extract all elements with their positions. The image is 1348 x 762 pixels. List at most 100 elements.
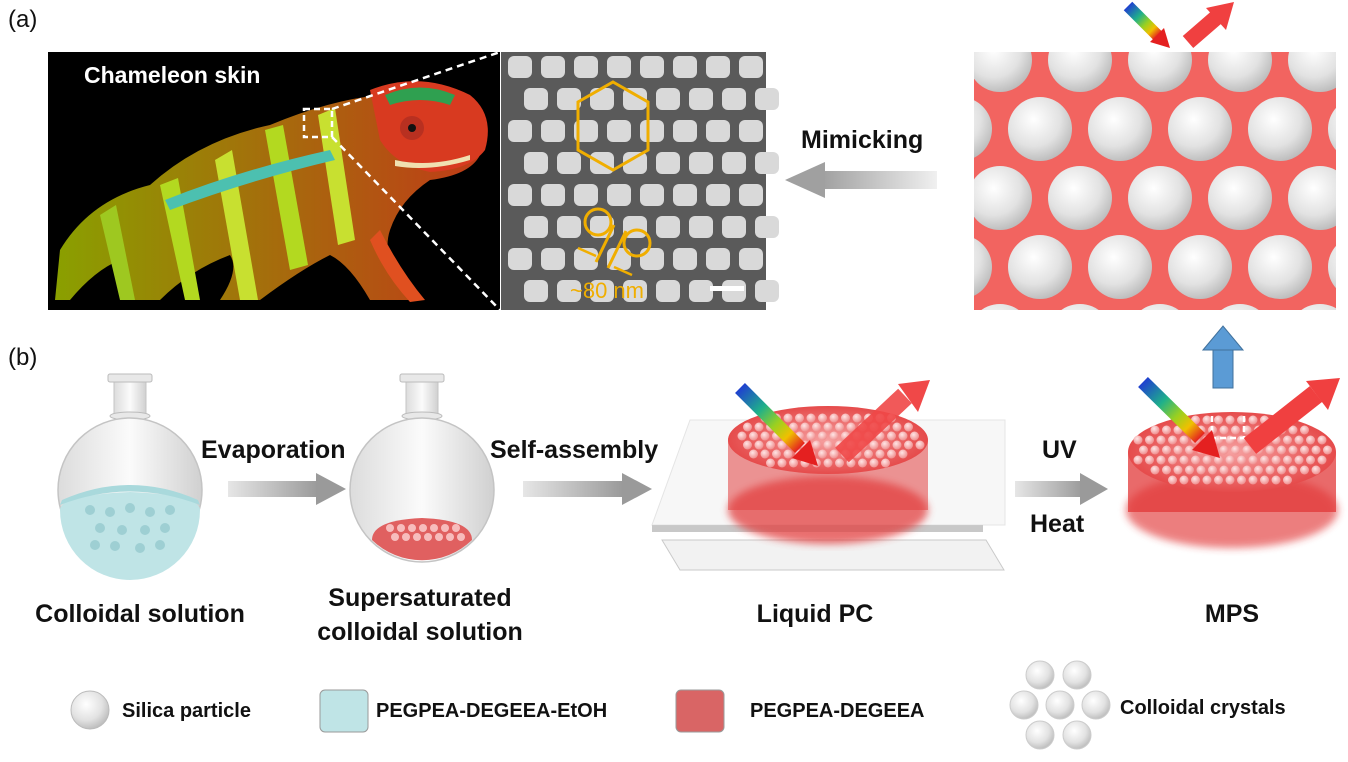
tem-pore bbox=[673, 56, 697, 78]
pc-particle bbox=[869, 458, 879, 468]
mps-particle bbox=[1202, 415, 1212, 425]
pc-particle bbox=[766, 440, 775, 450]
tem-pore bbox=[607, 56, 631, 78]
tem-pore bbox=[755, 88, 779, 110]
mps-particle bbox=[1311, 465, 1321, 475]
colloid-particle bbox=[160, 523, 170, 533]
mps-particle bbox=[1168, 435, 1177, 445]
mps-particle bbox=[1283, 455, 1292, 465]
pc-particle bbox=[864, 449, 873, 459]
tem-pore bbox=[722, 88, 746, 110]
mps-particle bbox=[1271, 475, 1281, 485]
pc-particle bbox=[841, 413, 850, 423]
mps-particle bbox=[1150, 465, 1160, 475]
chameleon-skin-label: Chameleon skin bbox=[84, 62, 261, 88]
evaporation-arrow bbox=[228, 473, 346, 505]
heat-label: Heat bbox=[1030, 510, 1085, 538]
pc-particle bbox=[904, 440, 913, 450]
pc-particle bbox=[783, 413, 793, 423]
self-assembly-arrow bbox=[523, 473, 652, 505]
mps-particle bbox=[1248, 455, 1258, 465]
pc-particle bbox=[806, 431, 816, 441]
flask-supersaturated bbox=[349, 373, 495, 563]
mps-particle bbox=[1265, 465, 1275, 475]
mps-particle bbox=[1208, 465, 1217, 475]
legend-silica-label: Silica particle bbox=[122, 700, 251, 722]
pc-particle bbox=[904, 422, 913, 432]
pc-particle bbox=[772, 449, 781, 459]
mps-particle bbox=[1214, 455, 1223, 465]
tem-pore bbox=[607, 120, 631, 142]
mps-particle bbox=[1242, 465, 1252, 475]
colloid-particle bbox=[155, 540, 165, 550]
liquid-pc-cell bbox=[651, 380, 1006, 571]
mps-particle bbox=[1225, 455, 1235, 465]
mps-particle bbox=[1162, 445, 1171, 455]
tem-pore bbox=[656, 88, 680, 110]
step-caption-liquid-pc: Liquid PC bbox=[756, 600, 874, 628]
pc-particle bbox=[749, 449, 758, 459]
tem-pore bbox=[689, 216, 713, 238]
mps-particle bbox=[1191, 475, 1200, 485]
mps-particle bbox=[1271, 455, 1281, 465]
tem-pore bbox=[706, 120, 730, 142]
mps-particle bbox=[1300, 445, 1309, 455]
pc-particle bbox=[806, 413, 816, 423]
pc-particle bbox=[812, 440, 821, 450]
pc-particle bbox=[852, 413, 862, 423]
colloid-particle bbox=[135, 543, 145, 553]
tem-pore bbox=[557, 216, 581, 238]
mps-particle bbox=[1288, 445, 1298, 455]
colloid-particle bbox=[402, 533, 410, 541]
pc-sphere bbox=[1168, 97, 1232, 161]
tem-pore bbox=[640, 248, 664, 270]
tem-pore bbox=[673, 120, 697, 142]
tem-pore bbox=[508, 120, 532, 142]
pc-particle bbox=[818, 431, 827, 441]
tem-pore bbox=[722, 216, 746, 238]
pc-sphere bbox=[1328, 0, 1348, 23]
pc-particle bbox=[892, 422, 902, 432]
pc-particle bbox=[881, 440, 890, 450]
pc-particle bbox=[823, 458, 833, 468]
pc-sphere bbox=[1248, 97, 1312, 161]
mps-particle bbox=[1191, 455, 1200, 465]
mps-particle bbox=[1260, 475, 1269, 485]
mps-particle bbox=[1179, 435, 1189, 445]
mps-particle bbox=[1231, 465, 1240, 475]
tem-pore bbox=[623, 88, 647, 110]
pc-particle bbox=[846, 422, 856, 432]
tem-pore bbox=[739, 56, 763, 78]
colloid-particle bbox=[391, 533, 399, 541]
mps-particle bbox=[1219, 465, 1229, 475]
colloid-particle bbox=[85, 505, 95, 515]
mps-particle bbox=[1300, 465, 1309, 475]
chameleon-photo bbox=[48, 50, 501, 311]
pc-particle bbox=[766, 458, 775, 468]
mps-particle bbox=[1214, 415, 1223, 425]
pc-particle bbox=[835, 422, 844, 432]
tem-pore bbox=[739, 248, 763, 270]
tem-pore bbox=[689, 280, 713, 302]
colloid-particle bbox=[165, 505, 175, 515]
legend-silica-swatch bbox=[70, 690, 110, 730]
pc-particle bbox=[835, 458, 844, 468]
blue-up-arrow bbox=[1201, 325, 1245, 389]
pc-sphere bbox=[888, 304, 952, 368]
tem-pore bbox=[541, 120, 565, 142]
legend-monomer-label: PEGPEA-DEGEEA bbox=[750, 700, 925, 722]
tem-pore bbox=[673, 248, 697, 270]
pc-sphere bbox=[1248, 0, 1312, 23]
mps-particle bbox=[1300, 425, 1309, 435]
crystal-particle bbox=[1009, 690, 1039, 720]
scale-annotation: ~80 nm bbox=[570, 278, 644, 303]
uv-label: UV bbox=[1042, 436, 1077, 464]
evaporation-label: Evaporation bbox=[201, 436, 346, 464]
pc-particle bbox=[760, 449, 770, 459]
mps-particle bbox=[1225, 415, 1235, 425]
mps-particle bbox=[1168, 455, 1177, 465]
pc-particle bbox=[800, 422, 810, 432]
crystal-particle bbox=[1045, 690, 1075, 720]
crystal-particle bbox=[1025, 720, 1055, 750]
